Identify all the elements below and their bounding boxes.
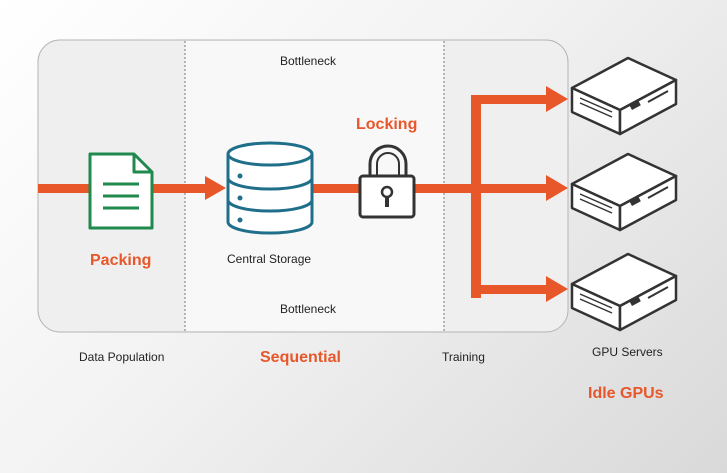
arrow-doc-storage-head xyxy=(205,176,226,200)
flow-arrows xyxy=(38,86,568,302)
database-icon xyxy=(226,141,314,235)
gpu-servers-label: GPU Servers xyxy=(592,345,663,359)
idle-gpus-label: Idle GPUs xyxy=(588,385,664,402)
sequential-label: Sequential xyxy=(260,349,341,366)
branch-middle-shaft xyxy=(481,184,549,193)
central-storage-label: Central Storage xyxy=(227,252,312,266)
document-icon xyxy=(88,152,154,230)
branch-bottom-shaft xyxy=(471,285,549,294)
server-icon xyxy=(570,252,678,332)
server-icon xyxy=(570,56,678,136)
arrow-storage-lock xyxy=(313,184,361,193)
arrow-lock-branch xyxy=(413,184,475,193)
branch-top-shaft xyxy=(471,95,549,104)
arrow-doc-storage-shaft xyxy=(152,184,206,193)
branch-top-head xyxy=(546,86,568,112)
packing-label: Packing xyxy=(90,252,152,269)
locking-label: Locking xyxy=(356,116,418,133)
server-icon xyxy=(570,152,678,232)
arrow-in-segment xyxy=(38,184,90,193)
training-label: Training xyxy=(442,350,485,364)
bottleneck-bottom-label: Bottleneck xyxy=(280,302,337,316)
branch-vertical xyxy=(471,95,481,298)
data-population-label: Data Population xyxy=(79,350,165,364)
lock-icon xyxy=(358,144,416,219)
bottleneck-top-label: Bottleneck xyxy=(280,54,337,68)
branch-middle-head xyxy=(546,175,568,201)
branch-bottom-head xyxy=(546,276,568,302)
